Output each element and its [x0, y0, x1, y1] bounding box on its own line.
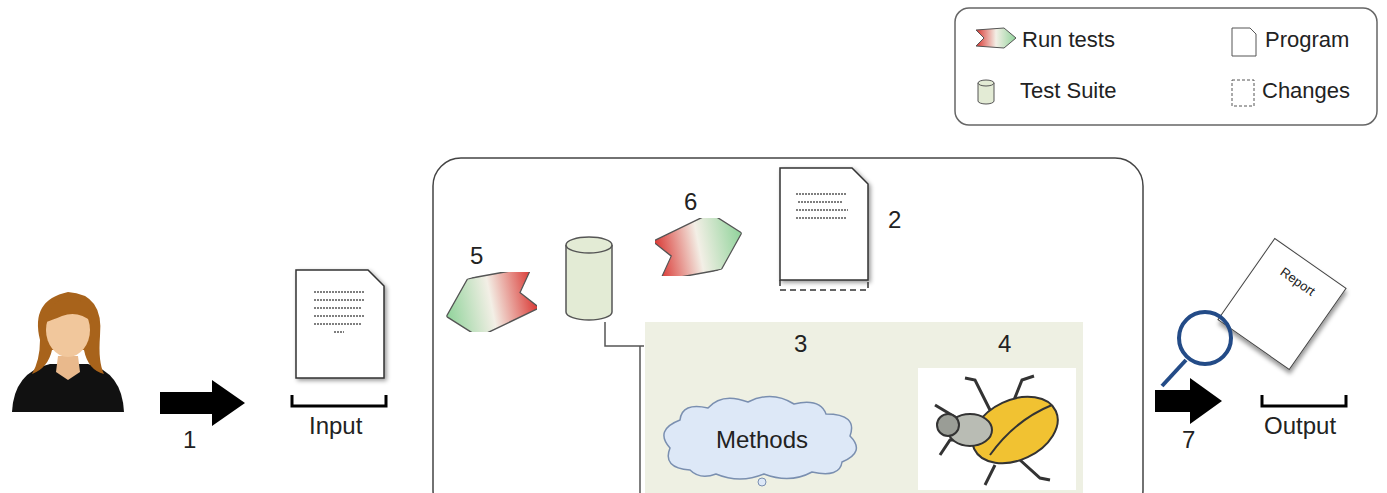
- callout-number: 5: [470, 242, 483, 270]
- callout-number: 6: [684, 188, 697, 216]
- callout-number: 4: [998, 330, 1011, 358]
- process-box: [433, 158, 1143, 493]
- bracket: [1262, 395, 1346, 406]
- bracket: [292, 395, 386, 406]
- part-name: Input: [309, 412, 362, 440]
- magnifier-ring: [1179, 312, 1231, 364]
- legend-text: Changes: [1262, 78, 1350, 104]
- cloud-dot: [758, 478, 766, 486]
- part-name: Output: [1264, 412, 1336, 440]
- run-tests-icon: [976, 28, 1016, 48]
- flow-arrow: [160, 380, 245, 426]
- test-suite-icon: [978, 80, 994, 104]
- run-tests-arrow: [651, 205, 747, 289]
- legend-text: Run tests: [1022, 27, 1115, 53]
- program-icon: [1232, 28, 1256, 56]
- node-text: Methods: [716, 426, 808, 454]
- methods-panel: [645, 322, 1083, 493]
- callout-number: 7: [1182, 426, 1195, 454]
- connector-line: [605, 322, 644, 493]
- person-icon: [12, 292, 124, 412]
- report-document: Report: [1217, 238, 1346, 370]
- legend-text: Program: [1265, 27, 1349, 53]
- legend-text: Test Suite: [1020, 78, 1117, 104]
- node-text: Report: [1263, 254, 1332, 309]
- callout-number: 1: [183, 426, 196, 454]
- test-suite-cylinder: [566, 237, 612, 320]
- changes-icon: [1232, 80, 1254, 106]
- cloud-shape: [664, 396, 856, 479]
- magnifier: [1162, 360, 1186, 386]
- methods-cloud: Methods: [716, 426, 808, 454]
- run-tests-arrow: [441, 258, 541, 345]
- legend-box: [955, 8, 1377, 125]
- bug-illustration: [918, 368, 1076, 490]
- program-document: [780, 168, 868, 290]
- callout-number: 3: [794, 330, 807, 358]
- input-document: [296, 270, 384, 378]
- callout-number: 2: [888, 206, 901, 234]
